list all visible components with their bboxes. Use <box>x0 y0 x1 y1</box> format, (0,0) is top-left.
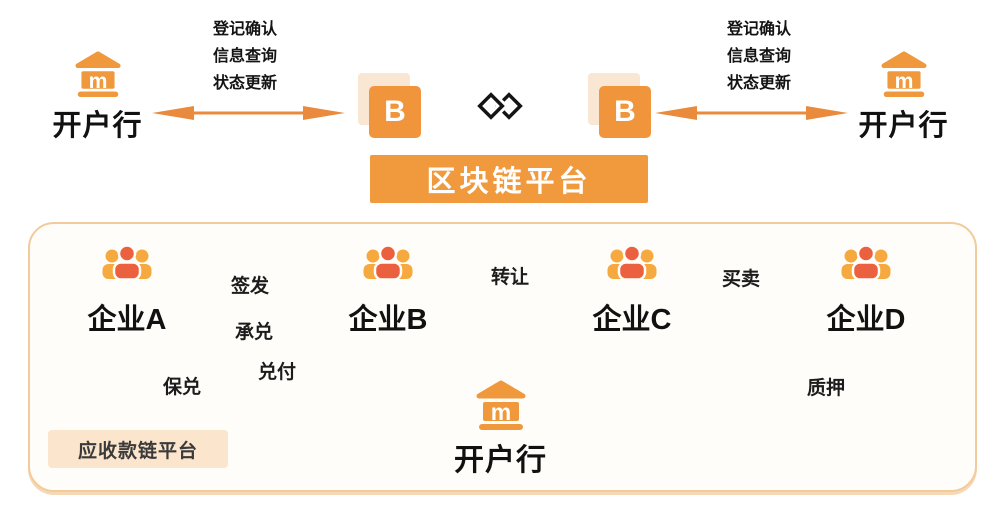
bank-node-top-left: m 开户行 <box>40 51 155 144</box>
enterprise-label: 企业D <box>826 304 906 336</box>
receivables-panel <box>28 222 977 492</box>
blockchain-block-left: B <box>358 73 421 138</box>
ops-list-left: 登记确认 信息查询 状态更新 <box>213 16 277 97</box>
arrow-bank-left-bblock <box>152 106 345 120</box>
chain-link-icon <box>476 88 524 124</box>
ops-line: 登记确认 <box>213 21 278 38</box>
bank-label: 开户行 <box>454 444 547 477</box>
bank-label: 开户行 <box>858 110 949 142</box>
svg-text:m: m <box>894 70 913 93</box>
enterprise-node-b: 企业B <box>323 243 453 338</box>
ops-list-right: 登记确认 信息查询 状态更新 <box>727 16 791 97</box>
enterprise-node-a: 企业A <box>62 243 192 338</box>
people-group-icon <box>359 243 417 289</box>
edge-label-transfer: 转让 <box>490 267 530 288</box>
people-group-icon <box>603 243 661 289</box>
ops-line: 登记确认 <box>727 21 792 38</box>
blockchain-platform-banner: 区块链平台 <box>370 155 648 203</box>
edge-label-issue: 签发 <box>230 276 270 297</box>
bank-icon: m <box>475 380 527 430</box>
edge-label-trade: 买卖 <box>721 269 761 290</box>
ops-line: 信息查询 <box>213 48 278 65</box>
enterprise-node-c: 企业C <box>567 243 697 338</box>
people-group-icon <box>837 243 895 289</box>
receivables-platform-tag: 应收款链平台 <box>48 430 228 468</box>
block-face: B <box>369 86 421 138</box>
block-face: B <box>599 86 651 138</box>
bank-icon: m <box>880 51 928 97</box>
enterprise-label: 企业C <box>592 304 672 336</box>
edge-label-accept: 承兑 <box>234 322 274 343</box>
edge-label-guarantee: 保兑 <box>162 377 202 398</box>
bank-label: 开户行 <box>52 110 143 142</box>
ops-line: 状态更新 <box>727 75 792 92</box>
svg-text:m: m <box>490 399 510 425</box>
enterprise-label: 企业B <box>348 304 428 336</box>
edge-label-pay: 兑付 <box>257 362 297 383</box>
ops-line: 信息查询 <box>727 48 792 65</box>
bank-node-bottom: m 开户行 <box>443 380 558 479</box>
people-group-icon <box>98 243 156 289</box>
blockchain-block-right: B <box>588 73 651 138</box>
edge-label-pledge: 质押 <box>806 378 846 399</box>
svg-text:m: m <box>88 70 107 93</box>
bank-icon: m <box>74 51 122 97</box>
bank-node-top-right: m 开户行 <box>846 51 961 144</box>
enterprise-node-d: 企业D <box>801 243 931 338</box>
ops-line: 状态更新 <box>213 75 278 92</box>
arrow-bank-right-bblock <box>655 106 848 120</box>
enterprise-label: 企业A <box>87 304 167 336</box>
